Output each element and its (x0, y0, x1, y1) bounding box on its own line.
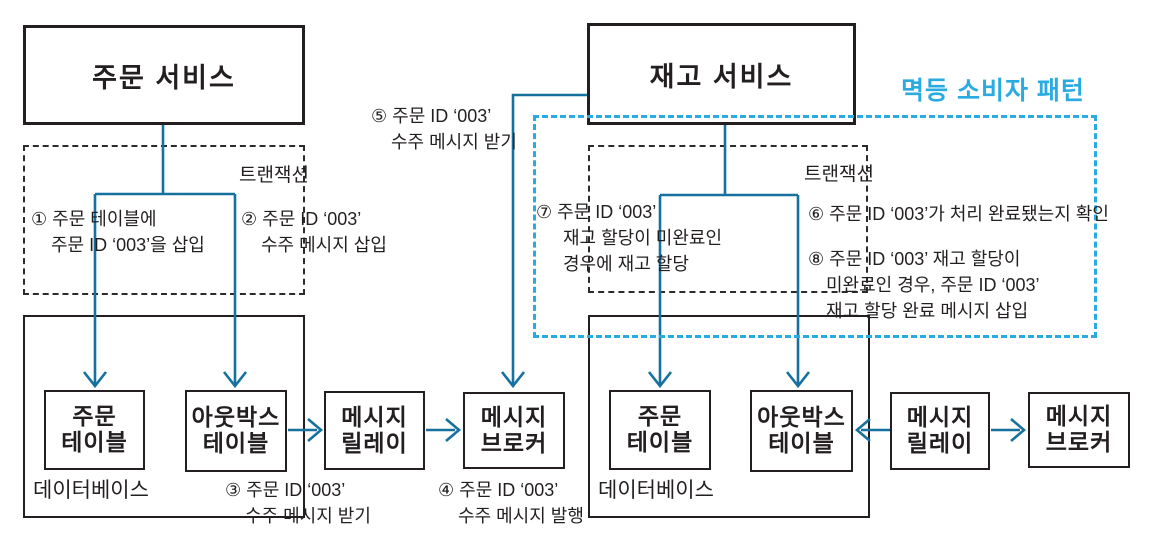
right-database-label: 데이터베이스 (598, 479, 714, 502)
right-outbox-table-line1: 아웃박스 (757, 404, 846, 431)
order-service-box: 주문 서비스 (23, 25, 305, 125)
left-order-table-box: 주문 테이블 (44, 390, 145, 470)
inventory-service-box: 재고 서비스 (587, 23, 856, 125)
right-transaction-label: 트랜잭션 (804, 164, 874, 185)
annotation-7: ⑦ 주문 ID ‘003’ 재고 할당이 미완료인 경우에 재고 할당 (536, 202, 723, 274)
idempotent-pattern-title: 멱등 소비자 패턴 (901, 77, 1085, 105)
right-message-broker-box: 메시지 브로커 (1028, 392, 1130, 468)
right-message-relay-line2: 릴레이 (906, 430, 974, 456)
right-outbox-table-box: 아웃박스 테이블 (750, 390, 853, 472)
left-message-relay-line2: 릴레이 (341, 429, 408, 456)
left-database-label: 데이터베이스 (33, 479, 149, 502)
right-order-table-line2: 테이블 (626, 429, 694, 455)
order-service-label: 주문 서비스 (92, 62, 236, 93)
right-order-table-line1: 주문 (637, 403, 683, 430)
arrow-down-icon (500, 371, 526, 389)
left-message-broker-box: 메시지 브로커 (463, 392, 565, 469)
left-order-table-line2: 테이블 (61, 429, 128, 455)
right-order-table-box: 주문 테이블 (609, 390, 711, 470)
arrow-right-icon (1010, 418, 1027, 442)
right-message-relay-line1: 메시지 (906, 404, 974, 431)
annotation-5: ⑤ 주문 ID ‘003’ 수주 메시지 받기 (371, 106, 517, 152)
left-outbox-table-line1: 아웃박스 (191, 404, 281, 431)
left-transaction-label: 트랜잭션 (239, 165, 309, 186)
arrow-right-icon (307, 418, 324, 442)
arrow-right-icon (445, 418, 462, 442)
left-message-relay-line1: 메시지 (341, 403, 408, 430)
left-outbox-table-line2: 테이블 (202, 430, 270, 456)
annotation-3: ③ 주문 ID ‘003’ 수주 메시지 받기 (225, 480, 371, 526)
left-message-broker-line2: 브로커 (480, 429, 548, 456)
left-relay-to-broker-arrow (426, 418, 462, 442)
left-outbox-table-box: 아웃박스 테이블 (185, 390, 287, 472)
annotation-1: ① 주문 테이블에 주문 ID ‘003’을 삽입 (31, 209, 205, 255)
annotation-2: ② 주문 ID ‘003’ 수주 메시지 삽입 (241, 209, 387, 255)
right-relay-to-broker-arrow (991, 418, 1027, 442)
left-order-table-line1: 주문 (72, 403, 117, 430)
annotation-4: ④ 주문 ID ‘003’ 수주 메시지 발행 (438, 480, 584, 526)
left-message-relay-box: 메시지 릴레이 (324, 391, 425, 470)
annotation-6: ⑥ 주문 ID ‘003’가 처리 완료됐는지 확인 (808, 204, 1109, 224)
right-message-broker-line2: 브로커 (1045, 429, 1113, 455)
inventory-service-label: 재고 서비스 (649, 61, 794, 92)
right-message-relay-box: 메시지 릴레이 (890, 392, 990, 470)
right-outbox-table-line2: 테이블 (768, 430, 835, 456)
left-message-broker-line1: 메시지 (480, 403, 548, 430)
right-message-broker-line1: 메시지 (1045, 403, 1113, 430)
annotation-8: ⑧ 주문 ID ‘003’ 재고 할당이 미완료인 경우, 주문 ID ‘003… (808, 249, 1040, 321)
